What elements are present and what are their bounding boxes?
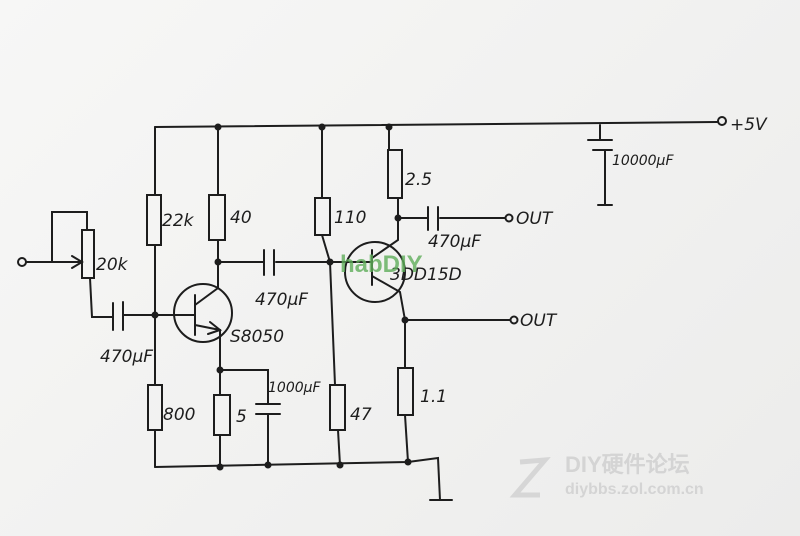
- capacitor-10000uf: [587, 124, 613, 206]
- c-emitter1-label: 1000μF: [268, 380, 322, 396]
- r-collector2-label: 2.5: [405, 170, 432, 190]
- c-out-label: 470μF: [428, 232, 481, 252]
- coupling-wire: [217, 249, 331, 276]
- supply-label: +5V: [730, 115, 768, 135]
- r-emitter2-label: 1.1: [420, 387, 447, 407]
- transistor-s8050: [173, 283, 233, 343]
- c-in-label: 470μF: [100, 347, 153, 367]
- out2-label: OUT: [520, 311, 558, 331]
- supply-terminal: [717, 116, 727, 126]
- forum-watermark: DIY硬件论坛: [565, 452, 690, 477]
- input-terminal: [17, 257, 27, 267]
- brand-watermark: habDIY: [340, 251, 423, 278]
- resistor-2.5: [387, 149, 403, 199]
- pot-label: 20k: [96, 255, 129, 275]
- q1-label: S8050: [230, 327, 284, 347]
- resistor-22k: [146, 194, 162, 246]
- emitter-network: [219, 369, 281, 468]
- resistor-1.1: [397, 367, 414, 416]
- r-emitter1-label: 5: [236, 407, 247, 427]
- r-bias-bottom-label: 800: [163, 405, 195, 425]
- pot-wires: [25, 211, 156, 318]
- c-coupling-label: 470μF: [255, 290, 308, 310]
- transistor-3dd15d: [344, 241, 406, 303]
- c-supply-label: 10000μF: [612, 153, 674, 169]
- r-110-label: 110: [334, 208, 366, 228]
- r-47-label: 47: [350, 405, 372, 425]
- r-collector1-label: 40: [230, 208, 252, 228]
- out-terminal-2: [509, 315, 519, 325]
- q2-label: 3DD15D: [390, 265, 462, 285]
- junctions: [151, 123, 412, 471]
- resistor-47: [329, 384, 346, 431]
- out-terminal-1: [504, 213, 514, 223]
- q1-leads: [154, 126, 223, 371]
- potentiometer-20k: [81, 229, 95, 279]
- out1-label: OUT: [516, 209, 554, 229]
- resistor-110: [314, 197, 331, 236]
- resistor-40: [208, 194, 226, 241]
- ground-rail: [154, 456, 453, 501]
- r-bias-top-label: 22k: [162, 211, 195, 231]
- q2-leads: [329, 126, 511, 463]
- resistor-800: [147, 384, 163, 431]
- zol-logo-icon: [509, 457, 551, 498]
- resistor-5: [213, 394, 231, 436]
- url-watermark: diybbs.zol.com.cn: [565, 481, 704, 498]
- supply-rail: [154, 121, 718, 128]
- capacitor-in: [112, 301, 124, 331]
